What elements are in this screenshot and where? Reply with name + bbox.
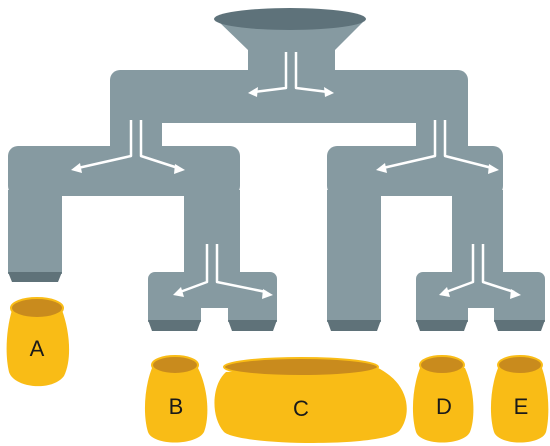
- outlet-b-pipe: [148, 300, 201, 322]
- pot-b-label: B: [169, 394, 184, 419]
- pot-c-label: C: [293, 396, 309, 421]
- pot-a: A: [7, 298, 69, 386]
- pot-e-label: E: [514, 394, 529, 419]
- outlet-a-lip: [8, 272, 62, 282]
- right-manifold: [327, 146, 503, 196]
- outlet-d-pipe: [416, 300, 468, 322]
- outlet-a-pipe: [8, 190, 62, 274]
- pipe-network: [8, 8, 545, 331]
- outlet-e-lip: [494, 320, 545, 331]
- pot-b-rim: [152, 356, 198, 374]
- main-manifold: [110, 70, 468, 123]
- outlet-d-lip: [416, 320, 468, 331]
- pot-b: B: [145, 356, 207, 443]
- pot-c-rim: [224, 358, 378, 376]
- outlet-c-right-pipe: [327, 190, 381, 322]
- outlet-c-left-lip: [228, 320, 277, 331]
- pot-e: E: [491, 356, 548, 443]
- outlet-e-pipe: [494, 300, 545, 322]
- left-drop: [110, 110, 162, 152]
- right-drop: [416, 110, 468, 152]
- pot-a-label: A: [30, 336, 45, 361]
- funnel: [214, 8, 366, 75]
- outlet-b-lip: [148, 320, 201, 331]
- outlet-c-left-pipe: [228, 300, 277, 322]
- pot-c: C: [214, 358, 406, 443]
- funnel-rim: [214, 8, 366, 30]
- pot-d-rim: [420, 356, 464, 374]
- outlet-c-right-lip: [327, 320, 381, 331]
- pot-a-rim: [11, 298, 63, 318]
- pot-d-label: D: [436, 394, 452, 419]
- left-manifold: [8, 146, 240, 196]
- pot-c-body: [214, 368, 406, 443]
- pot-d: D: [413, 356, 473, 443]
- pot-e-rim: [498, 356, 542, 374]
